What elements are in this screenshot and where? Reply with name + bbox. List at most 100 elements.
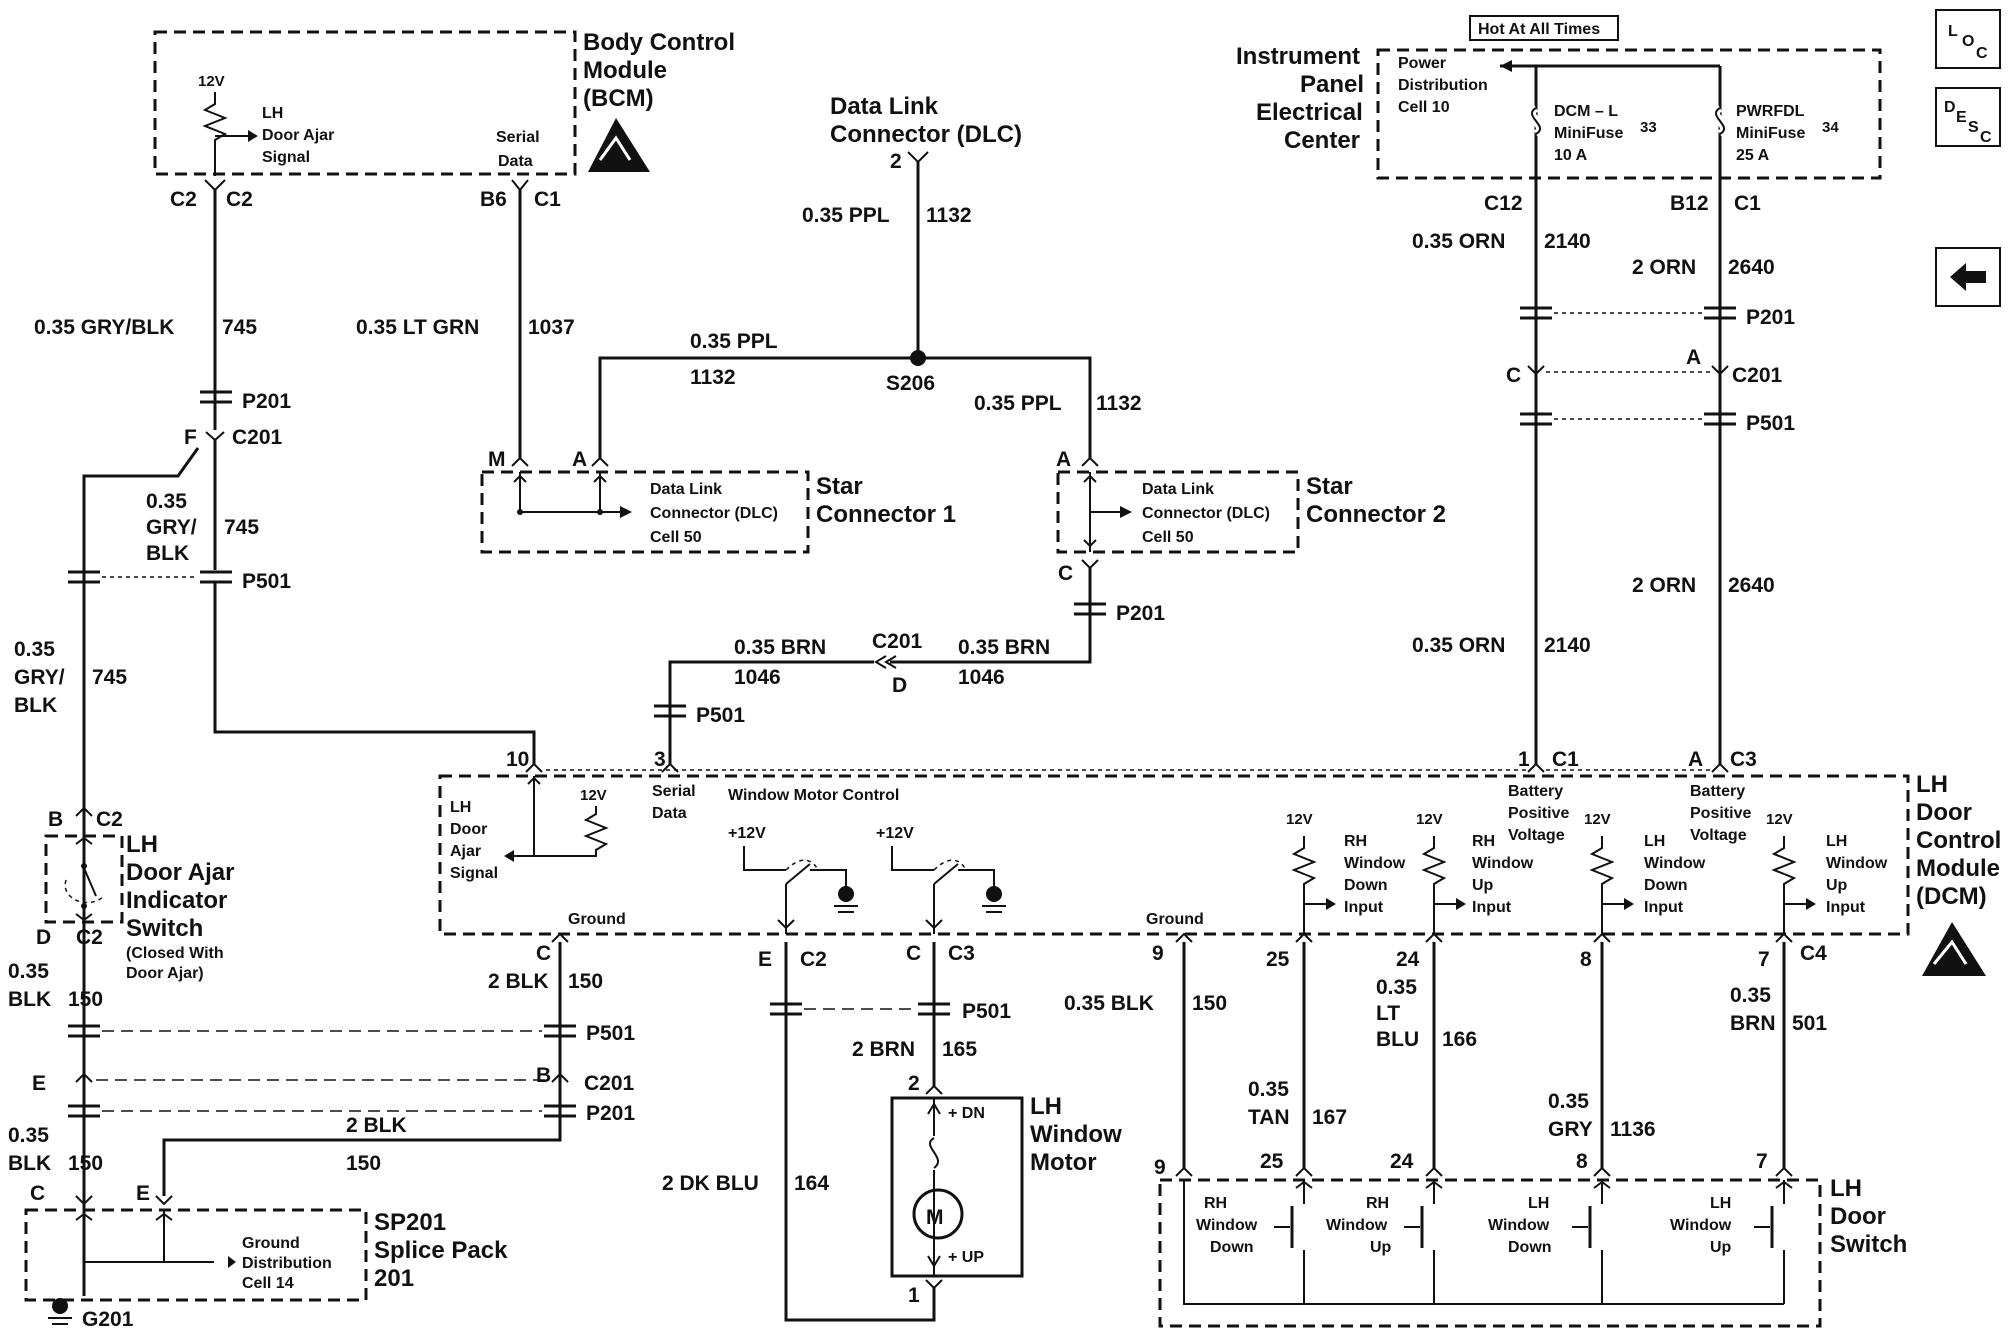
svg-text:L: L (1948, 23, 1958, 40)
svg-text:2640: 2640 (1728, 574, 1775, 597)
svg-text:C2: C2 (800, 948, 827, 971)
svg-text:(BCM): (BCM) (583, 85, 654, 112)
back-arrow-icon[interactable] (1935, 247, 2001, 307)
svg-text:A: A (1688, 748, 1703, 771)
svg-text:DCM – L: DCM – L (1554, 103, 1618, 120)
svg-text:0.35: 0.35 (146, 490, 187, 513)
svg-text:RH: RH (1366, 1195, 1389, 1212)
svg-text:Window: Window (1488, 1217, 1550, 1234)
svg-text:2640: 2640 (1728, 256, 1775, 279)
svg-text:10: 10 (506, 748, 529, 771)
svg-text:A: A (1686, 346, 1701, 369)
svg-text:Module: Module (1916, 855, 2000, 882)
svg-text:F: F (184, 426, 197, 449)
svg-text:12V: 12V (1584, 811, 1611, 828)
svg-text:BLU: BLU (1376, 1028, 1419, 1051)
svg-text:1: 1 (1518, 748, 1530, 771)
svg-text:167: 167 (1312, 1106, 1347, 1129)
svg-text:9: 9 (1154, 1156, 1166, 1179)
svg-text:Window: Window (1344, 855, 1406, 872)
svg-text:GRY: GRY (1548, 1118, 1593, 1141)
svg-text:0.35 BRN: 0.35 BRN (958, 636, 1050, 659)
svg-text:1132: 1132 (926, 204, 972, 227)
lh-door-ajar-switch: B C2 LH Door Ajar Indicator Switch (Clos… (36, 806, 234, 982)
svg-text:Connector 1: Connector 1 (816, 501, 956, 528)
svg-text:+12V: +12V (876, 825, 914, 842)
svg-text:33: 33 (1640, 119, 1657, 136)
svg-text:24: 24 (1390, 1150, 1414, 1173)
svg-text:7: 7 (1758, 948, 1770, 971)
svg-text:Down: Down (1344, 877, 1388, 894)
svg-text:Cell 10: Cell 10 (1398, 99, 1450, 116)
svg-text:Door: Door (450, 821, 487, 838)
svg-text:Voltage: Voltage (1508, 827, 1565, 844)
svg-text:2: 2 (890, 150, 902, 173)
svg-text:E: E (758, 948, 772, 971)
svg-text:0.35: 0.35 (1548, 1090, 1589, 1113)
splice-pack-201: C E Ground Distribution Cell 14 SP201 Sp… (24, 1182, 508, 1302)
svg-text:150: 150 (68, 1152, 103, 1175)
instrument-panel-electrical-center: Instrument Panel Electrical Center Hot A… (1236, 15, 1882, 190)
svg-text:O: O (1962, 33, 1974, 50)
svg-text:745: 745 (92, 666, 127, 689)
svg-text:Positive: Positive (1508, 805, 1569, 822)
svg-text:C2: C2 (96, 808, 123, 831)
svg-text:B12: B12 (1670, 192, 1709, 215)
svg-text:Control: Control (1916, 827, 2001, 854)
svg-text:Door Ajar: Door Ajar (126, 859, 234, 886)
lh-window-motor: + DN + UP M LH Window Motor (890, 1093, 1122, 1278)
svg-text:745: 745 (224, 516, 259, 539)
svg-text:150: 150 (568, 970, 603, 993)
lh-door-switch: 9 25 24 8 7 RH Window Down RH Window Up … (1154, 1150, 1907, 1328)
svg-text:164: 164 (794, 1172, 829, 1195)
svg-text:Indicator: Indicator (126, 887, 227, 914)
svg-text:M: M (488, 448, 506, 471)
svg-text:Input: Input (1644, 899, 1684, 916)
svg-text:Voltage: Voltage (1690, 827, 1747, 844)
svg-text:S206: S206 (886, 372, 935, 395)
svg-text:SP201: SP201 (374, 1209, 446, 1236)
svg-text:+12V: +12V (728, 825, 766, 842)
svg-text:B: B (48, 808, 63, 831)
svg-text:0.35 GRY/BLK: 0.35 GRY/BLK (34, 316, 174, 339)
desc-button[interactable]: D E S C (1935, 87, 2001, 147)
svg-text:745: 745 (222, 316, 257, 339)
svg-text:150: 150 (346, 1152, 381, 1175)
svg-text:0.35 PPL: 0.35 PPL (690, 330, 778, 353)
door-control-module: LH Door Control Module (DCM) 10 3 1 C1 A… (438, 748, 2001, 976)
svg-text:2140: 2140 (1544, 230, 1591, 253)
fuse-33-icon (1528, 104, 1544, 138)
svg-text:MiniFuse: MiniFuse (1736, 125, 1805, 142)
svg-text:RH: RH (1344, 833, 1367, 850)
svg-text:LH: LH (1710, 1195, 1731, 1212)
svg-text:A: A (1056, 448, 1071, 471)
svg-text:0.35 ORN: 0.35 ORN (1412, 230, 1505, 253)
svg-text:Input: Input (1472, 899, 1512, 916)
svg-text:Door Ajar: Door Ajar (262, 127, 334, 144)
svg-text:Down: Down (1508, 1239, 1552, 1256)
svg-text:0.35 PPL: 0.35 PPL (802, 204, 890, 227)
svg-text:25: 25 (1260, 1150, 1284, 1173)
svg-text:1046: 1046 (958, 666, 1005, 689)
svg-text:Signal: Signal (450, 865, 498, 882)
svg-text:BLK: BLK (8, 1152, 51, 1175)
svg-text:A: A (572, 448, 587, 471)
svg-text:C12: C12 (1484, 192, 1523, 215)
svg-text:Cell 50: Cell 50 (1142, 529, 1194, 546)
svg-text:RH: RH (1472, 833, 1495, 850)
loc-button[interactable]: L O C (1935, 9, 2001, 69)
svg-text:0.35 LT GRN: 0.35 LT GRN (356, 316, 479, 339)
svg-text:0.35 PPL: 0.35 PPL (974, 392, 1062, 415)
relay-down-icon (743, 846, 858, 934)
svg-text:C: C (1506, 364, 1521, 387)
svg-text:BLK: BLK (146, 542, 189, 565)
lh-up-input-pullup: 12V LH Window Up Input (1766, 811, 1888, 934)
svg-text:12V: 12V (1416, 811, 1443, 828)
svg-text:+ UP: + UP (948, 1249, 984, 1266)
svg-text:GRY/: GRY/ (14, 666, 65, 689)
svg-text:1: 1 (908, 1284, 920, 1307)
svg-text:P501: P501 (586, 1022, 635, 1045)
svg-text:25 A: 25 A (1736, 147, 1770, 164)
svg-text:10 A: 10 A (1554, 147, 1588, 164)
svg-text:LH: LH (126, 831, 158, 858)
